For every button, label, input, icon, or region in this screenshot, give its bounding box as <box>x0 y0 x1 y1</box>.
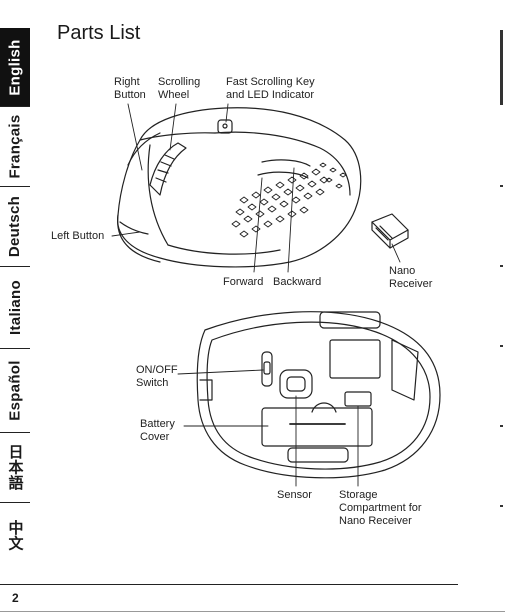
label-right-button: Right Button <box>114 76 146 102</box>
label-backward: Backward <box>273 276 321 289</box>
label-sensor: Sensor <box>277 489 312 502</box>
edge-mark <box>500 265 503 267</box>
label-battery-cover: Battery Cover <box>140 418 175 444</box>
edge-mark <box>500 345 503 347</box>
page-number: 2 <box>12 591 19 605</box>
label-fast-scrolling-key: Fast Scrolling Key and LED Indicator <box>226 76 315 102</box>
label-left-button: Left Button <box>51 230 104 243</box>
label-scrolling-wheel: Scrolling Wheel <box>158 76 200 102</box>
label-nano-receiver: Nano Receiver <box>389 265 432 291</box>
edge-mark <box>500 185 503 187</box>
footer-divider <box>0 584 458 585</box>
label-storage-compartment: Storage Compartment for Nano Receiver <box>339 489 422 528</box>
label-forward: Forward <box>223 276 263 289</box>
edge-mark <box>500 505 503 507</box>
mouse-top-view <box>118 108 361 267</box>
edge-mark <box>500 30 503 105</box>
bottom-divider <box>0 611 505 612</box>
mouse-bottom-view <box>197 312 440 478</box>
grip-texture <box>232 163 346 237</box>
label-on-off-switch: ON/OFF Switch <box>136 364 178 390</box>
edge-mark <box>500 425 503 427</box>
nano-receiver-drawing <box>372 214 408 248</box>
